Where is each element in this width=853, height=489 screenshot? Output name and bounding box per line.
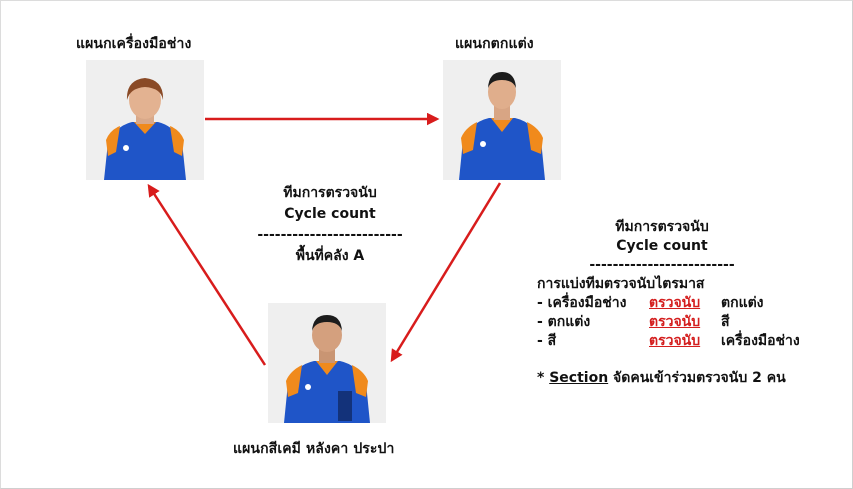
right-note-title-en: Cycle count — [616, 238, 708, 254]
arrow-paint-to-tool — [147, 183, 267, 366]
rotation-action: ตรวจนับ — [649, 333, 701, 349]
center-note-area: พื้นที่คลัง A — [295, 248, 365, 264]
right-note-title-th: ทีมการตรวจนับ — [615, 219, 709, 235]
right-note-heading: การแบ่งทีมตรวจนับไตรมาส — [537, 276, 705, 292]
section-note-text: จัดคนเข้าร่วมตรวจนับ 2 คน — [613, 370, 786, 386]
rotation-to: ตกแต่ง — [721, 295, 764, 311]
rotation-row: - สี ตรวจนับ เครื่องมือช่าง — [537, 332, 837, 351]
center-note-title-th: ทีมการตรวจนับ — [283, 185, 377, 201]
center-note: ทีมการตรวจนับ Cycle count --------------… — [232, 183, 428, 267]
center-note-title-en: Cycle count — [284, 206, 376, 222]
rotation-from: - ตกแต่ง — [537, 314, 591, 330]
arrow-decor-to-paint — [390, 182, 502, 363]
rotation-row: - เครื่องมือช่าง ตรวจนับ ตกแต่ง — [537, 294, 837, 313]
section-note: * Section จัดคนเข้าร่วมตรวจนับ 2 คน — [537, 369, 837, 388]
right-note: ทีมการตรวจนับ Cycle count --------------… — [537, 218, 837, 388]
rotation-action: ตรวจนับ — [649, 314, 701, 330]
dept-label-paint: แผนกสีเคมี หลังคา ประปา — [233, 441, 395, 457]
dept-label-tools: แผนกเครื่องมือช่าง — [76, 36, 192, 52]
rotation-row: - ตกแต่ง ตรวจนับ สี — [537, 313, 837, 332]
rotation-to: สี — [721, 314, 730, 330]
section-note-star: * — [537, 370, 545, 386]
right-note-divider: ------------------------- — [589, 257, 735, 273]
section-note-section: Section — [549, 370, 609, 386]
person-photo-tools — [86, 60, 204, 180]
center-note-divider: ------------------------- — [257, 227, 403, 243]
dept-label-decor: แผนกตกแต่ง — [455, 36, 534, 52]
person-photo-decor — [443, 60, 561, 180]
person-photo-paint — [268, 303, 386, 423]
rotation-to: เครื่องมือช่าง — [721, 333, 800, 349]
rotation-from: - เครื่องมือช่าง — [537, 295, 627, 311]
rotation-action: ตรวจนับ — [649, 295, 701, 311]
rotation-from: - สี — [537, 333, 557, 349]
